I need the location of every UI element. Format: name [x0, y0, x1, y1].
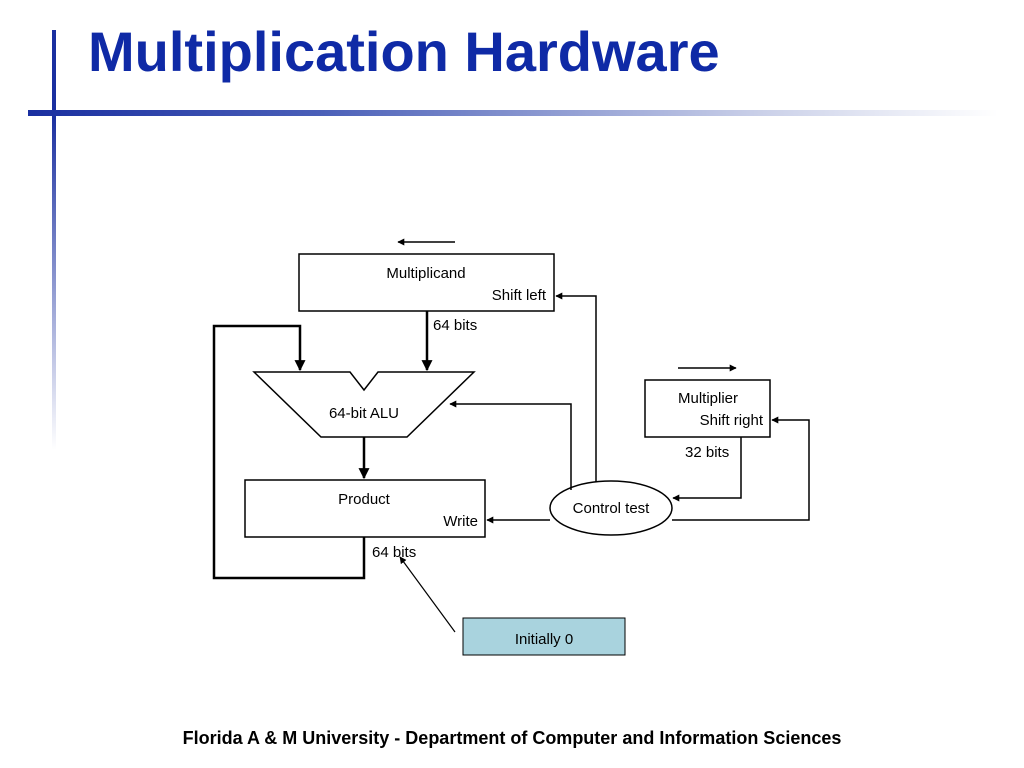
accent-horizontal-bar — [28, 110, 998, 116]
control-to-multiplicand-wire — [555, 292, 597, 482]
multiplier-to-control-wire — [672, 437, 742, 502]
control-to-alu-wire — [449, 400, 572, 490]
alu-shape — [252, 371, 476, 438]
product-register — [244, 479, 486, 538]
multiplier-action: Shift right — [700, 412, 764, 429]
multiplicand-register — [298, 253, 555, 312]
product-action: Write — [443, 513, 478, 530]
product-feedback-wire — [212, 324, 366, 580]
accent-vertical-bar — [52, 30, 56, 450]
slide-footer: Florida A & M University - Department of… — [182, 728, 842, 748]
callout-box — [462, 617, 626, 656]
control-test-unit — [549, 480, 673, 536]
multiplier-bits-label: 32 bits — [685, 444, 729, 461]
control-test-label: Control test — [573, 500, 651, 517]
alu-label: 64-bit ALU — [329, 405, 399, 422]
multiplier-label: Multiplier — [678, 390, 738, 407]
slide-title: Multiplication Hardware — [88, 20, 720, 83]
multiplicand-label: Multiplicand — [386, 265, 465, 282]
product-bits-label: 64 bits — [372, 544, 416, 561]
multiplicand-bits-label: 64 bits — [433, 317, 477, 334]
multiplicand-action: Shift left — [492, 287, 547, 304]
callout-text: Initially 0 — [515, 631, 573, 648]
callout-pointer — [399, 556, 456, 633]
multiplier-register — [644, 379, 771, 438]
control-to-multiplier-wire — [672, 416, 810, 521]
product-label: Product — [338, 491, 391, 508]
